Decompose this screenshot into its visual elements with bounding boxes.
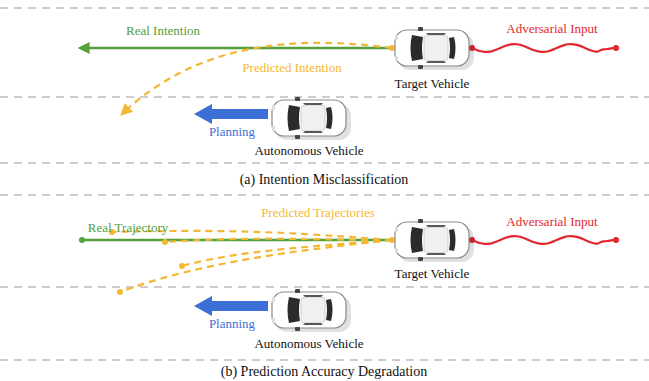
real-trajectory-line — [82, 239, 392, 241]
car-icon — [272, 97, 351, 140]
adversarial-trace — [472, 236, 613, 244]
trajectory-dot — [162, 239, 168, 245]
lane-line — [0, 96, 649, 97]
annotation-label: Autonomous Vehicle — [254, 144, 363, 157]
predicted-intention-arrow — [122, 43, 392, 114]
lane-line — [0, 7, 649, 8]
lane-line — [0, 286, 649, 287]
start-dot — [389, 45, 395, 51]
predicted-trajectory — [120, 240, 392, 292]
subfigure-caption: (a) Intention Misclassification — [240, 173, 409, 187]
predicted-trajectory — [165, 239, 392, 242]
real-intention-arrow — [80, 47, 392, 49]
car-icon — [395, 219, 474, 262]
trace-dot — [613, 45, 619, 51]
annotation-label: Adversarial Input — [506, 22, 597, 35]
annotation-label: Autonomous Vehicle — [254, 337, 363, 350]
trajectory-dot — [117, 289, 123, 295]
annotation-label: Target Vehicle — [395, 267, 470, 280]
predicted-trajectory — [182, 240, 392, 266]
annotation-label: Predicted Intention — [242, 61, 341, 74]
annotation-label: Planning — [209, 125, 255, 138]
trace-dot — [613, 237, 619, 243]
trajectory-end-dot — [79, 237, 85, 243]
planning-arrow — [194, 104, 268, 124]
trajectory-dot — [179, 263, 185, 269]
annotation-label: Target Vehicle — [395, 77, 470, 90]
lane-line — [0, 162, 649, 163]
lane-line — [0, 359, 649, 360]
lane-line — [0, 194, 649, 195]
subfigure-caption: (b) Prediction Accuracy Degradation — [221, 365, 427, 379]
adversarial-trace — [472, 44, 613, 52]
car-icon — [272, 289, 351, 332]
car-icon — [395, 27, 474, 70]
annotation-label: Real Intention — [126, 24, 200, 37]
annotation-label: Planning — [209, 317, 255, 330]
annotation-label: Real Trajectory — [88, 221, 169, 234]
annotation-label: Predicted Trajectories — [261, 206, 375, 219]
annotation-label: Adversarial Input — [506, 215, 597, 228]
planning-arrow — [194, 296, 268, 316]
trajectory-dot — [389, 237, 395, 243]
